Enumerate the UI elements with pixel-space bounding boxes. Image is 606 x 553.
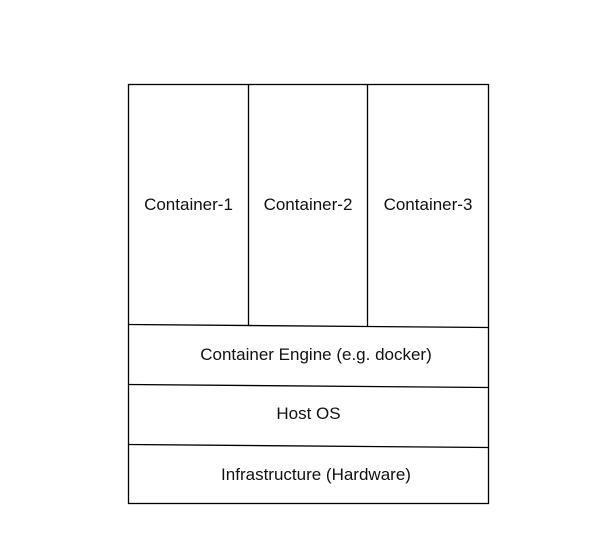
layer-divider-infrastructure bbox=[128, 443, 489, 449]
container-1-label: Container-1 bbox=[144, 195, 233, 214]
layer-divider-hostos bbox=[128, 383, 489, 389]
container-engine-label: Container Engine (e.g. docker) bbox=[200, 345, 432, 364]
layer-divider-engine bbox=[128, 323, 489, 329]
container-2: Container-2 bbox=[264, 195, 353, 214]
host-os-label: Host OS bbox=[276, 404, 340, 423]
infrastructure-label: Infrastructure (Hardware) bbox=[221, 465, 411, 484]
container-1: Container-1 bbox=[144, 195, 233, 214]
host-os-layer: Host OS bbox=[276, 404, 340, 423]
infrastructure-layer: Infrastructure (Hardware) bbox=[221, 465, 411, 484]
container-engine-layer: Container Engine (e.g. docker) bbox=[200, 345, 432, 364]
outer-frame bbox=[127, 83, 490, 505]
container-3-label: Container-3 bbox=[384, 195, 473, 214]
container-3: Container-3 bbox=[384, 195, 473, 214]
container-2-label: Container-2 bbox=[264, 195, 353, 214]
